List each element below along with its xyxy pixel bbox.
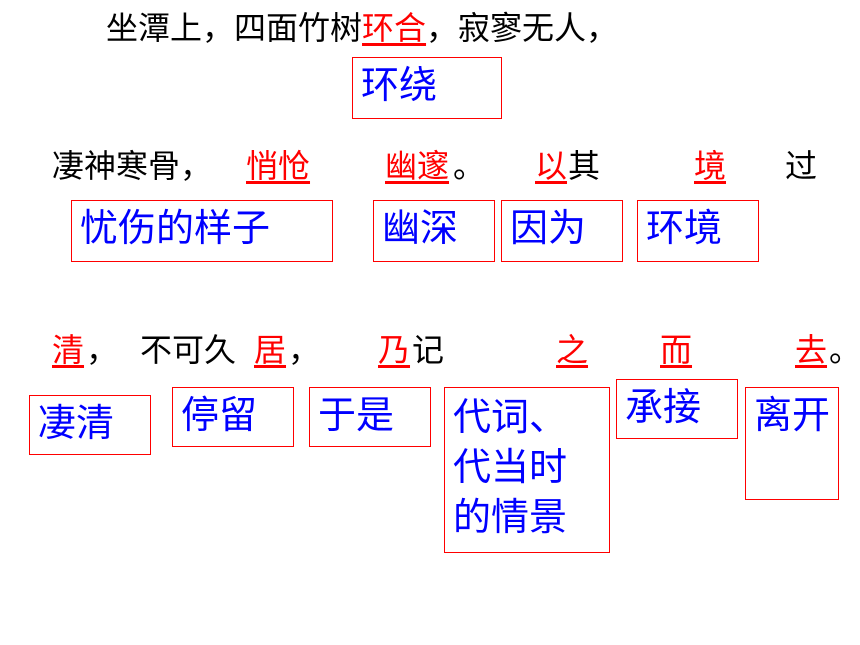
annotation-huanrao: 环绕 xyxy=(352,57,502,119)
keyword-ju: 居 xyxy=(254,331,287,369)
text-qishen: 凄神寒骨， xyxy=(52,147,213,185)
keyword-qing: 清 xyxy=(52,331,85,369)
punct-period: 。 xyxy=(829,331,860,369)
text-ji: 记 xyxy=(412,331,445,369)
annotation-youshang: 忧伤的样子 xyxy=(71,200,333,262)
keyword-qu: 去 xyxy=(795,331,828,369)
annotation-youshen: 幽深 xyxy=(373,200,495,262)
keyword-yousui: 幽邃 xyxy=(385,147,450,185)
annotation-yushi: 于是 xyxy=(309,387,431,447)
text-guo: 过 xyxy=(785,147,818,185)
keyword-huanhe: 环合 xyxy=(362,9,427,47)
annotation-huanjing: 环境 xyxy=(637,200,759,262)
punct-comma: ， xyxy=(86,331,119,369)
keyword-yi: 以 xyxy=(535,147,568,185)
text-segment: ，寂寥无人， xyxy=(426,9,619,47)
sentence-line-1: 坐潭上，四面竹树环合，寂寥无人， xyxy=(106,8,618,48)
annotation-tingliu: 停留 xyxy=(172,387,294,447)
keyword-zhi: 之 xyxy=(556,331,589,369)
keyword-er: 而 xyxy=(660,331,693,369)
text-bukejiu: 不可久 xyxy=(140,331,237,369)
keyword-qiaochuang: 悄怆 xyxy=(246,147,311,185)
annotation-daici: 代词、代当时的情景 xyxy=(444,387,610,553)
annotation-chengjie: 承接 xyxy=(616,379,738,439)
text-qi: 其 xyxy=(568,147,601,185)
annotation-likai: 离开 xyxy=(745,387,839,500)
annotation-qiqing: 凄清 xyxy=(29,395,151,455)
keyword-nai: 乃 xyxy=(378,331,411,369)
annotation-yinwei: 因为 xyxy=(501,200,623,262)
keyword-jing: 境 xyxy=(694,147,727,185)
text-segment: 坐潭上，四面竹树 xyxy=(106,9,363,47)
punct-comma: ， xyxy=(288,331,321,369)
punct-period: 。 xyxy=(453,147,486,185)
